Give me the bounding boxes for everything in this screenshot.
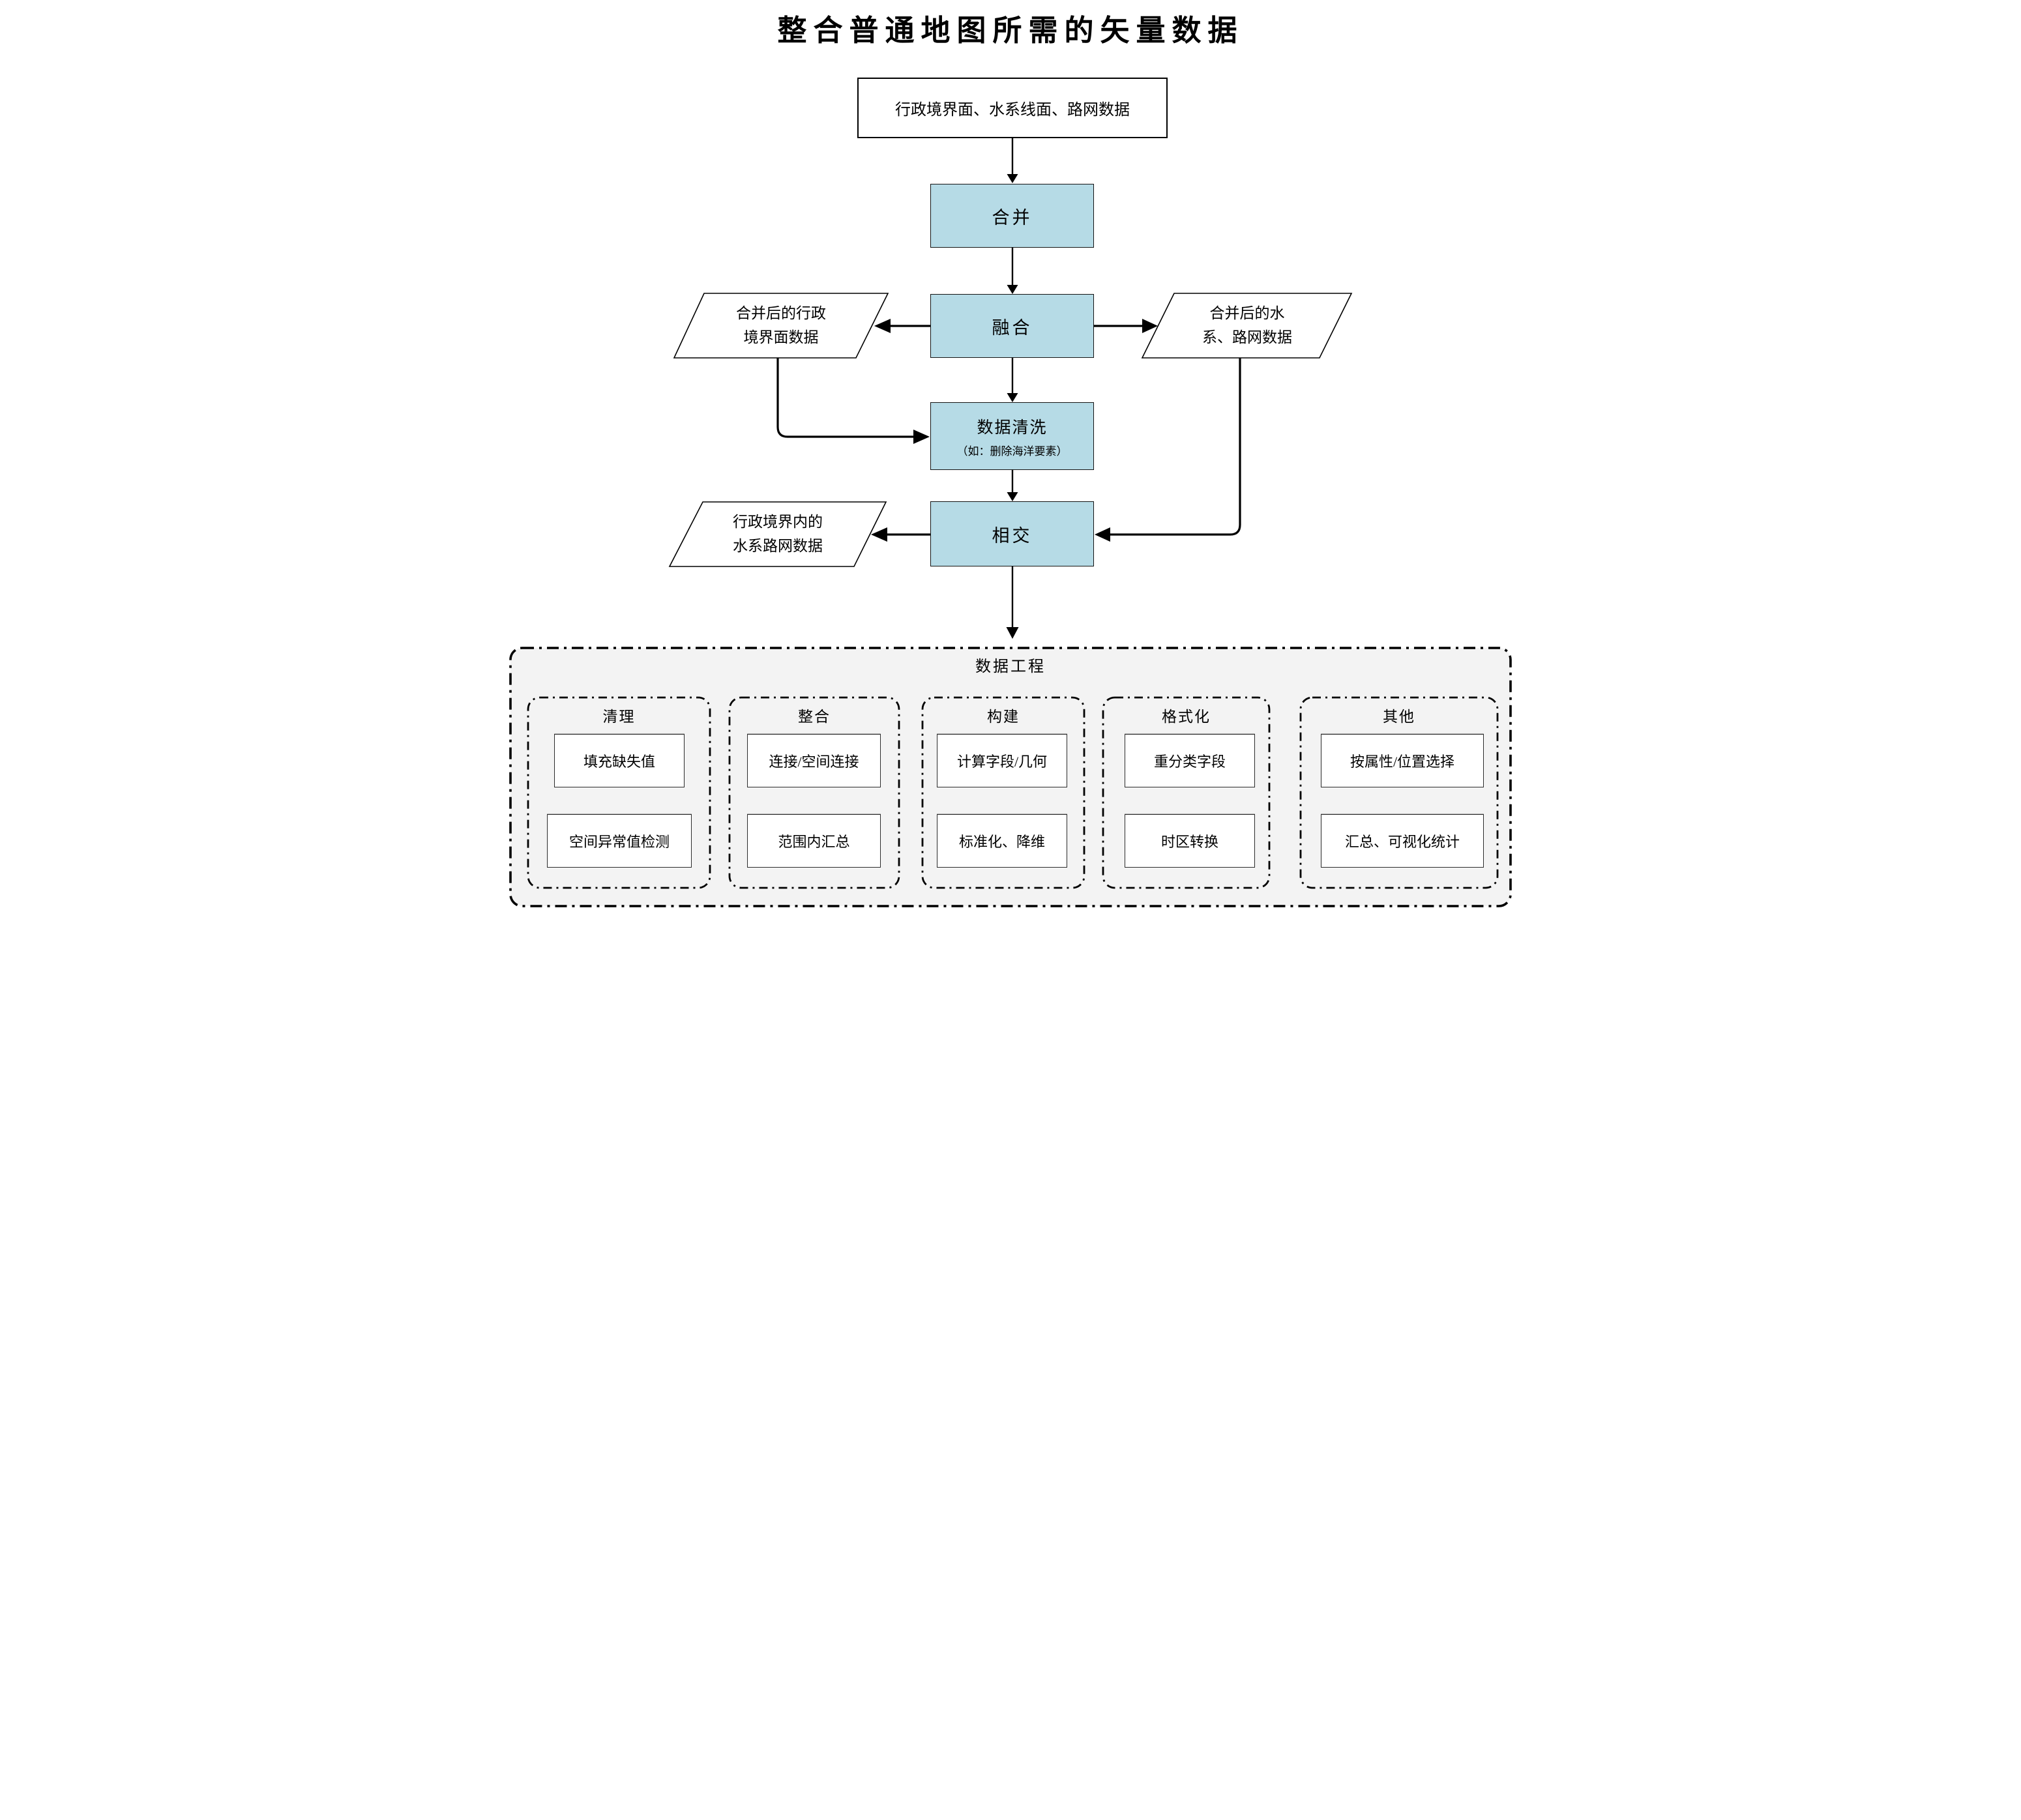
connector-admin-output-to-clean xyxy=(776,358,930,444)
admin-output-parallelogram xyxy=(673,293,889,359)
merge-label: 合并 xyxy=(992,207,1033,228)
group-clean-label: 清理 xyxy=(602,709,636,725)
item-join-spatial-join: 连接/空间连接 xyxy=(747,734,881,787)
admin-output-label: 合并后的行政 境界面数据 xyxy=(736,305,826,345)
item-timezone-convert: 时区转换 xyxy=(1125,814,1255,868)
group-construct-outline xyxy=(921,696,1085,889)
intersect-label: 相交 xyxy=(992,525,1033,546)
inside-output-parallelogram xyxy=(668,501,887,567)
dissolve-process-box: 融合 xyxy=(930,294,1094,358)
source-data-box: 行政境界面、水系线面、路网数据 xyxy=(857,78,1168,138)
data-clean-note: （如：删除海洋要素） xyxy=(956,445,1068,458)
arrow-dissolve-to-clean xyxy=(1007,358,1018,402)
group-other-label: 其他 xyxy=(1383,709,1415,725)
arrow-clean-to-intersect xyxy=(1007,470,1018,501)
group-construct-label: 构建 xyxy=(987,709,1020,725)
item-calculate-field-geometry: 计算字段/几何 xyxy=(937,734,1067,787)
item-reclassify-field: 重分类字段 xyxy=(1125,734,1255,787)
connector-water-road-output-to-intersect xyxy=(1095,358,1241,542)
data-clean-process-box: 数据清洗 （如：删除海洋要素） xyxy=(930,402,1094,470)
group-format-label: 格式化 xyxy=(1162,709,1211,725)
item-spatial-outlier-detect: 空间异常值检测 xyxy=(547,814,692,868)
arrow-merge-to-dissolve xyxy=(1007,248,1018,294)
group-other-outline xyxy=(1299,696,1499,889)
water-road-output-parallelogram xyxy=(1141,293,1353,359)
diagram-title: 整合普通地图所需的矢量数据 xyxy=(777,14,1244,47)
group-integrate-label: 整合 xyxy=(798,709,831,725)
arrow-intersect-to-engineering xyxy=(1006,566,1019,639)
group-clean-outline xyxy=(527,696,711,889)
flowchart-canvas: 整合普通地图所需的矢量数据 行政境界面、水系线面、路网数据 合并 融合 数据清洗… xyxy=(505,0,1516,910)
item-fill-missing-values: 填充缺失值 xyxy=(554,734,685,787)
arrow-source-to-merge xyxy=(1007,138,1018,183)
group-integrate-outline xyxy=(728,696,900,889)
data-engineering-title: 数据工程 xyxy=(975,658,1046,675)
item-summarize-within: 范围内汇总 xyxy=(747,814,881,868)
arrow-intersect-to-inside-output xyxy=(871,527,930,542)
water-road-output-label: 合并后的水 系、路网数据 xyxy=(1202,305,1292,345)
intersect-process-box: 相交 xyxy=(930,501,1094,566)
source-data-label: 行政境界面、水系线面、路网数据 xyxy=(895,102,1130,119)
inside-output-label: 行政境界内的 水系路网数据 xyxy=(733,514,823,554)
item-select-by-attribute-location: 按属性/位置选择 xyxy=(1321,734,1484,787)
dissolve-label: 融合 xyxy=(992,317,1033,338)
item-standardize-reduce-dim: 标准化、降维 xyxy=(937,814,1067,868)
arrow-dissolve-to-admin-output xyxy=(874,319,930,333)
arrow-dissolve-to-water-road-output xyxy=(1094,319,1158,333)
item-summary-visual-statistics: 汇总、可视化统计 xyxy=(1321,814,1484,868)
data-clean-label: 数据清洗 xyxy=(977,418,1048,437)
group-format-outline xyxy=(1102,696,1271,889)
merge-process-box: 合并 xyxy=(930,184,1094,248)
